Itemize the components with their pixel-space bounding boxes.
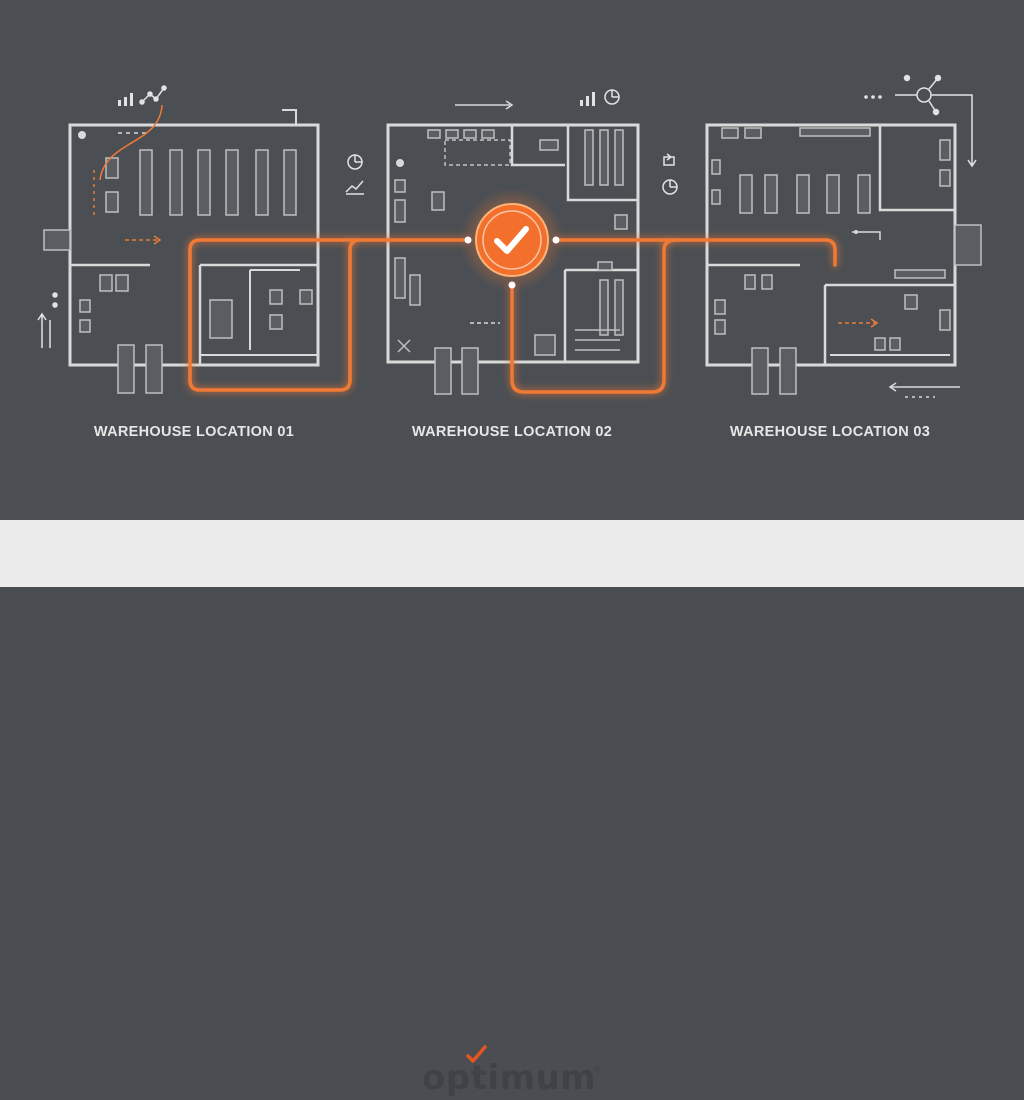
floor-plan-03 bbox=[705, 123, 982, 398]
brand-logo: optimum ® bbox=[418, 1045, 618, 1100]
brand-name: optimum bbox=[422, 1058, 597, 1098]
connection-paths bbox=[188, 238, 837, 394]
warehouse-network-diagram bbox=[37, 74, 982, 398]
dots-icon bbox=[864, 95, 882, 99]
arrow-icon bbox=[37, 292, 58, 348]
pie-chart-icon bbox=[604, 89, 678, 195]
pie-chart-icon bbox=[347, 154, 363, 170]
brand-registered-mark: ® bbox=[594, 1064, 601, 1074]
trend-icon bbox=[345, 180, 364, 195]
network-icon bbox=[895, 74, 977, 168]
arrow-icon bbox=[663, 153, 675, 166]
floor-plan-01 bbox=[43, 104, 320, 394]
floor-plan-02 bbox=[386, 100, 640, 395]
bar-chart-icon bbox=[580, 92, 595, 106]
checkmark-icon bbox=[494, 226, 529, 254]
diagram-canvas: WAREHOUSE LOCATION 01 WAREHOUSE LOCATION… bbox=[0, 0, 1024, 520]
line-chart-icon bbox=[139, 85, 167, 105]
location-02-label: WAREHOUSE LOCATION 02 bbox=[411, 424, 613, 440]
bar-chart-icon bbox=[118, 93, 133, 106]
location-01-label: WAREHOUSE LOCATION 01 bbox=[93, 424, 295, 440]
optimization-hub bbox=[460, 188, 564, 292]
footer-bar: optimum ® bbox=[0, 520, 1024, 1098]
location-03-label: WAREHOUSE LOCATION 03 bbox=[729, 424, 931, 440]
